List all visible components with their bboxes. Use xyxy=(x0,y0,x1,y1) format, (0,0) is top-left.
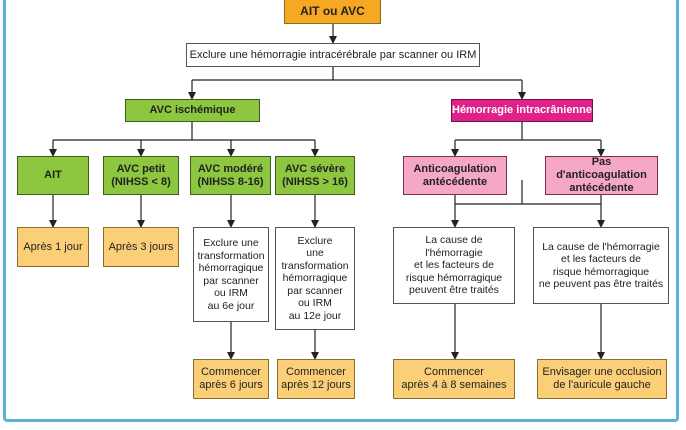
node-anticoagulation: Anticoagulation antécédente xyxy=(403,156,507,195)
node-cause-traitee: La cause de l'hémorragie et les facteurs… xyxy=(393,227,515,304)
node-ait: AIT xyxy=(17,156,89,195)
node-cause-non-traitee: La cause de l'hémorragie et les facteurs… xyxy=(533,227,669,304)
node-apres-1-jour: Après 1 jour xyxy=(17,227,89,267)
node-avc-ischemique: AVC ischémique xyxy=(125,99,260,122)
node-avc-modere: AVC modéré (NIHSS 8-16) xyxy=(190,156,271,195)
node-occlusion-auricule: Envisager une occlusion de l'auricule ga… xyxy=(537,359,667,399)
node-exclure-12e-jour: Exclure une transformation hémorragique … xyxy=(275,227,355,330)
diagram-frame xyxy=(3,0,679,422)
node-hemorragie-intracranienne: Hémorragie intracrânienne xyxy=(451,99,593,122)
node-avc-severe: AVC sévère (NIHSS > 16) xyxy=(275,156,355,195)
node-exclure-6e-jour: Exclure une transformation hémorragique … xyxy=(193,227,269,322)
node-commencer-6-jours: Commencer après 6 jours xyxy=(193,359,269,399)
node-exclure-hemorragie: Exclure une hémorragie intracérébrale pa… xyxy=(186,43,480,67)
node-commencer-4-8-semaines: Commencer après 4 à 8 semaines xyxy=(393,359,515,399)
node-pas-anticoagulation: Pas d'anticoagulation antécédente xyxy=(545,156,658,195)
node-commencer-12-jours: Commencer après 12 jours xyxy=(277,359,355,399)
node-apres-3-jours: Après 3 jours xyxy=(103,227,179,267)
node-avc-petit: AVC petit (NIHSS < 8) xyxy=(103,156,179,195)
node-ait-ou-avc: AIT ou AVC xyxy=(284,0,381,24)
